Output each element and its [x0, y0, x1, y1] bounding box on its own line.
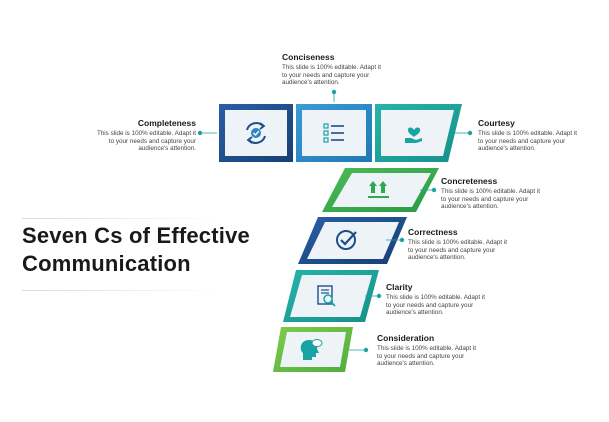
label-desc-line: audience's attention. — [478, 145, 536, 153]
label-clarity: Clarity This slide is 100% editable. Ada… — [386, 282, 516, 317]
refresh-check-icon — [246, 122, 266, 144]
label-heading: Consideration — [377, 333, 435, 343]
label-desc-line: This slide is 100% editable. Adapt it — [386, 294, 486, 301]
label-desc-line: This slide is 100% editable. Adapt it — [377, 345, 477, 352]
hand-heart-icon — [405, 127, 422, 143]
label-heading: Courtesy — [478, 118, 515, 128]
title-bottom-divider — [22, 290, 222, 291]
tile-clarity — [283, 270, 379, 322]
label-desc-line: to your needs and capture your — [108, 137, 196, 145]
title-top-divider — [22, 218, 222, 219]
arrows-up-box-icon — [368, 181, 389, 198]
document-search-icon — [317, 285, 336, 307]
label-desc-line: to your needs and capture your — [408, 246, 496, 254]
title-block: Seven Cs of Effective Communication — [22, 222, 252, 278]
label-desc-line: audience's attention. — [441, 203, 499, 211]
label-desc-line: audience's attention. — [377, 360, 435, 368]
tile-courtesy — [375, 104, 462, 162]
label-desc-line: This slide is 100% editable. Adapt it — [282, 64, 382, 71]
tile-concreteness — [322, 168, 439, 212]
label-desc-line: to your needs and capture your — [386, 301, 474, 309]
checklist-icon — [323, 123, 344, 143]
label-desc-line: audience's attention. — [138, 145, 196, 153]
label-desc-line: audience's attention. — [408, 254, 466, 262]
label-desc-line: This slide is 100% editable. Adapt it — [96, 130, 196, 137]
label-desc-line: to your needs and capture your — [441, 195, 529, 203]
page-title-line1: Seven Cs of Effective — [22, 223, 250, 248]
label-desc-line: This slide is 100% editable. Adapt it — [478, 130, 578, 137]
check-circle-icon — [336, 230, 357, 250]
page-title-line2: Communication — [22, 251, 191, 276]
label-desc-line: to your needs and capture your — [377, 352, 465, 360]
label-desc-line: audience's attention. — [386, 309, 444, 317]
tile-consideration — [273, 327, 353, 372]
label-desc-line: to your needs and capture your — [282, 71, 370, 79]
tile-correctness — [298, 217, 407, 264]
label-heading: Conciseness — [282, 52, 335, 62]
tile-conciseness — [296, 104, 372, 162]
tile-completeness — [219, 104, 293, 162]
label-desc-line: This slide is 100% editable. Adapt it — [441, 188, 541, 195]
label-heading: Correctness — [408, 227, 458, 237]
label-courtesy: Courtesy This slide is 100% editable. Ad… — [478, 118, 606, 153]
label-desc-line: to your needs and capture your — [478, 137, 566, 145]
label-heading: Concreteness — [441, 176, 498, 186]
label-conciseness: Conciseness This slide is 100% editable.… — [282, 52, 412, 87]
label-consideration: Consideration This slide is 100% editabl… — [377, 333, 507, 368]
connectors — [197, 89, 473, 353]
label-desc-line: This slide is 100% editable. Adapt it — [408, 239, 508, 246]
label-heading: Completeness — [137, 118, 196, 128]
label-heading: Clarity — [386, 282, 413, 292]
label-concreteness: Concreteness This slide is 100% editable… — [441, 176, 571, 211]
label-correctness: Correctness This slide is 100% editable.… — [408, 227, 538, 262]
label-completeness: Completeness This slide is 100% editable… — [60, 118, 196, 153]
head-speech-icon — [300, 339, 323, 360]
label-desc-line: audience's attention. — [282, 79, 340, 87]
